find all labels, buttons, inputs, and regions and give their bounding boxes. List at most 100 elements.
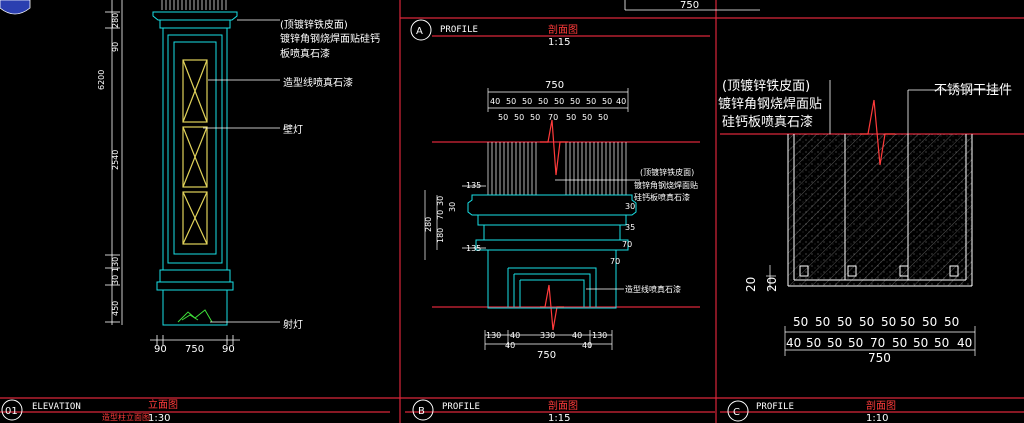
elevation-label: ELEVATION [32, 402, 81, 412]
dim: 50 [498, 113, 508, 122]
logo-icon [0, 0, 31, 15]
elevation-title: 立面图 [148, 398, 178, 411]
dim: 50 [522, 97, 532, 106]
elevation-subtitle: 造型柱立面图 [102, 412, 150, 422]
section-b-dim-30: 30 [436, 196, 445, 206]
section-a-label: PROFILE [440, 25, 478, 35]
elevation-notes: (顶镀锌铁皮面) 镀锌角钢烧焊面贴硅钙 板喷真石漆 造型线喷真石漆 壁灯 射灯 [280, 18, 380, 331]
dim: 50 [815, 315, 830, 329]
section-c-letter: C [733, 407, 740, 418]
dim: 70 [870, 336, 885, 350]
panel-number: 01 [5, 406, 18, 417]
dim: 50 [514, 113, 524, 122]
section-c-total: 750 [868, 351, 891, 365]
section-b-note-2: 镀锌角钢烧焊面贴 [634, 180, 698, 190]
dim-2540: 2540 [111, 150, 120, 170]
section-b-bot-total: 750 [537, 350, 556, 361]
section-c-dim-20b: 20 [765, 277, 779, 292]
dim: 40 [490, 97, 500, 106]
section-b-dim-r70b: 70 [610, 257, 620, 266]
dim: 50 [892, 336, 907, 350]
section-b-letter: B [418, 406, 425, 417]
section-b-top-total: 750 [545, 80, 564, 91]
section-b-label: PROFILE [442, 402, 480, 412]
dim: 50 [506, 97, 516, 106]
dim: 50 [848, 336, 863, 350]
elevation-leaders [203, 19, 280, 323]
section-c-scale: 1:10 [866, 413, 888, 423]
dim-130: 130 [111, 257, 120, 272]
section-b-dim-135-top: 135 [466, 181, 481, 190]
section-c-label: PROFILE [756, 402, 794, 412]
dim: 40 [616, 97, 626, 106]
elevation-title-block: 01 ELEVATION 立面图 造型柱立面图 1:30 [1, 398, 178, 423]
section-a-top-dim: 750 [680, 0, 699, 11]
section-b-dim-135-bot: 135 [466, 244, 481, 253]
dim: 50 [570, 97, 580, 106]
dim: 50 [582, 113, 592, 122]
dim: 50 [881, 315, 896, 329]
spotlight-icon [177, 309, 213, 323]
dim: 50 [827, 336, 842, 350]
dim-bottom-90-left: 90 [154, 344, 167, 355]
note-molding: 造型线喷真石漆 [283, 76, 353, 89]
dim: 50 [602, 97, 612, 106]
dim: 50 [922, 315, 937, 329]
dim-30: 30 [111, 275, 120, 285]
dim: 50 [586, 97, 596, 106]
elevation-vertical-dims: 280 90 6200 2540 130 30 450 [97, 13, 120, 316]
dim: 50 [837, 315, 852, 329]
dim: 50 [598, 113, 608, 122]
dim: 50 [530, 113, 540, 122]
dim: 50 [554, 97, 564, 106]
section-b-dim-70: 70 [436, 210, 445, 220]
dim-450: 450 [111, 301, 120, 316]
elevation-panel: 280 90 6200 2540 130 30 450 [0, 0, 380, 423]
section-a-title: 剖面图 [548, 23, 578, 36]
note-angle-steel: 镀锌角钢烧焊面贴硅钙 [280, 32, 380, 45]
section-b-note-3: 硅钙板喷真石漆 [634, 192, 690, 202]
section-b-dim-180: 180 [436, 228, 445, 243]
section-b-bot-40l: 40 [510, 331, 520, 340]
dim: 50 [793, 315, 808, 329]
section-a-panel: 750 A PROFILE 剖面图 1:15 [410, 0, 760, 48]
note-top-sheet: (顶镀锌铁皮面) [280, 18, 348, 31]
section-b-top-row1: 40 50 50 50 50 50 50 50 40 [490, 97, 626, 106]
section-a-letter: A [416, 26, 423, 37]
note-wall-lamp: 壁灯 [283, 123, 303, 136]
dim: 40 [786, 336, 801, 350]
dim: 50 [538, 97, 548, 106]
section-c-row2: 40 50 50 50 70 50 50 50 40 [786, 336, 972, 350]
section-b-dim-280: 280 [424, 217, 433, 232]
note-stone-paint: 板喷真石漆 [280, 47, 330, 60]
section-b-bot-40r: 40 [572, 331, 582, 340]
section-c-dim-20a: 20 [744, 277, 758, 292]
dim: 50 [859, 315, 874, 329]
section-b-top-row2: 50 50 50 70 50 50 50 [498, 113, 608, 122]
section-b-cornice [467, 194, 637, 309]
section-b-bot-130l: 130 [486, 331, 501, 340]
note-spotlight: 射灯 [283, 319, 303, 331]
section-b-bot-330: 330 [540, 331, 555, 340]
section-b-title: 剖面图 [548, 399, 578, 412]
elevation-dimension-line [105, 0, 123, 325]
section-c-row1: 50 50 50 50 50 50 50 50 [793, 315, 959, 329]
dim: 40 [957, 336, 972, 350]
dim-90: 90 [111, 42, 120, 52]
section-c-note-4: 不锈钢干挂件 [934, 83, 1012, 98]
section-b-dim-r35: 35 [625, 223, 635, 232]
dim: 50 [900, 315, 915, 329]
dim: 50 [806, 336, 821, 350]
section-b-bot-40a: 40 [505, 341, 515, 350]
section-b-flutes [487, 142, 627, 195]
section-c-note-1: (顶镀锌铁皮面) [722, 78, 810, 94]
dim-6200: 6200 [97, 70, 106, 90]
dim-280: 280 [111, 13, 120, 28]
elevation-scale: 1:30 [148, 413, 170, 423]
section-b-dim-30b: 30 [448, 202, 457, 212]
section-a-scale: 1:15 [548, 37, 570, 48]
dim: 50 [913, 336, 928, 350]
section-c-note-2: 镀锌角钢烧焊面贴 [718, 96, 822, 112]
